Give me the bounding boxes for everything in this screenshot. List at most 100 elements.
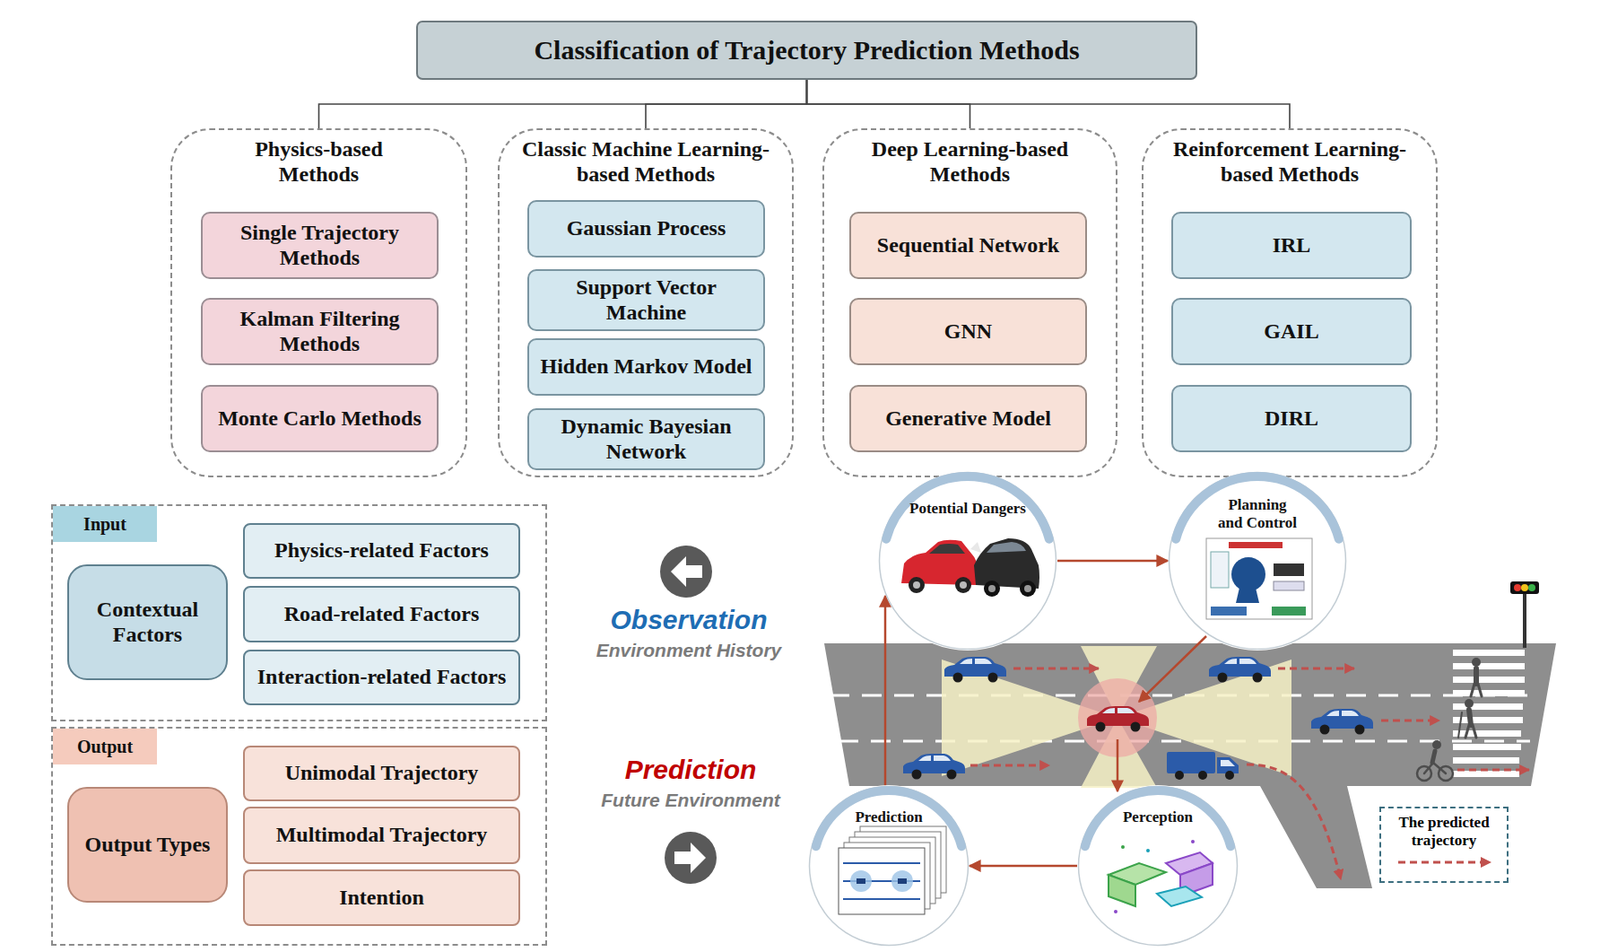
circle-outline	[879, 472, 1057, 650]
trajectory-arrows	[1246, 764, 1341, 879]
pedestrians	[1469, 709, 1471, 725]
prediction-picture	[891, 869, 914, 892]
circle-arc	[886, 476, 1050, 540]
method-box: Gaussian Process	[527, 200, 766, 258]
planning-picture	[1235, 587, 1260, 603]
perception-picture	[1121, 844, 1125, 849]
perception-picture	[1108, 874, 1136, 906]
circle-outline	[1169, 472, 1347, 650]
crash-picture	[988, 584, 996, 592]
node-text: GNN	[944, 319, 992, 345]
node-text: Dynamic Bayesian Network	[538, 414, 755, 464]
crash-picture	[959, 581, 967, 589]
circle-outline	[1078, 786, 1238, 946]
perception-picture	[1108, 839, 1213, 914]
pipeline-arrows	[1116, 739, 1120, 792]
node-text: Generative Model	[885, 406, 1052, 432]
planning-picture	[1271, 606, 1306, 616]
planning-picture	[1210, 606, 1247, 616]
planning-picture	[1273, 563, 1305, 576]
node-text: GAIL	[1263, 319, 1319, 345]
crosswalk	[1452, 730, 1522, 737]
vehicles	[944, 656, 1007, 683]
crosswalk	[1452, 743, 1522, 750]
node-text: Physics-related Factors	[274, 538, 489, 564]
node-text: Multimodal Trajectory	[276, 822, 488, 848]
node-text: Sequential Network	[877, 233, 1060, 259]
circle-arc	[1175, 476, 1340, 540]
method-box: GNN	[849, 297, 1087, 366]
method-box: Kalman Filtering Methods	[200, 297, 439, 366]
method-box: Physics-related Factors	[243, 522, 521, 579]
trajectory-arrows	[970, 764, 1050, 767]
prediction-picture	[856, 878, 866, 884]
planning-picture	[1273, 581, 1305, 591]
trajectory-arrows	[1013, 667, 1099, 670]
crash-picture	[983, 580, 1000, 597]
crosswalk	[1452, 676, 1525, 683]
trajectory-arrows	[1278, 667, 1355, 670]
pedestrians	[1432, 739, 1442, 749]
legend-text: The predicted trajectory	[1386, 813, 1502, 849]
category-group: Deep Learning-based MethodsSequential Ne…	[822, 128, 1118, 478]
traffic-light	[1521, 583, 1529, 592]
circle-ring	[878, 470, 1058, 651]
crosswalk	[1452, 649, 1525, 777]
trajectory-arrows	[1457, 768, 1530, 772]
stage-sublabel: Environment History	[596, 639, 783, 661]
method-box: Intention	[243, 869, 521, 926]
traffic-light	[1522, 592, 1527, 648]
perception-picture	[1146, 848, 1150, 853]
perception-picture	[1156, 886, 1202, 906]
perception-picture	[1113, 909, 1118, 914]
pedestrians	[1473, 668, 1479, 684]
prediction-picture	[838, 847, 925, 914]
traffic-light	[1510, 581, 1540, 594]
method-box: Single Trajectory Methods	[200, 211, 439, 279]
vehicles	[1311, 708, 1374, 735]
vehicles	[1208, 656, 1271, 683]
pedestrians	[1472, 724, 1477, 738]
node-text: Intention	[339, 885, 425, 911]
method-box: Hidden Markov Model	[527, 338, 766, 396]
crash-picture	[986, 541, 1027, 553]
crosswalk	[1452, 703, 1523, 710]
pipeline-circle: Prediction	[808, 784, 970, 947]
prediction-picture	[897, 878, 907, 884]
method-box: Multimodal Trajectory	[243, 806, 521, 864]
traffic-light	[1513, 583, 1522, 592]
circle-grounds	[1077, 784, 1239, 947]
crosswalk	[1452, 770, 1520, 777]
pedestrians	[1465, 724, 1470, 738]
node-text: DIRL	[1264, 406, 1319, 432]
node-text: Interaction-related Factors	[257, 664, 506, 690]
method-box: Unimodal Trajectory	[243, 745, 521, 801]
stage-sublabel: Future Environment	[600, 789, 781, 811]
pedestrians	[1417, 657, 1482, 781]
pedestrians	[1432, 750, 1435, 763]
panel-tab: Output	[52, 728, 157, 765]
method-box: Monte Carlo Methods	[200, 384, 439, 453]
traffic-light	[1510, 581, 1540, 648]
node-text: Unimodal Trajectory	[285, 760, 479, 786]
pipeline-circle: Potential Dangers	[878, 470, 1058, 651]
crosswalk	[1452, 662, 1525, 670]
node-text: Hidden Markov Model	[539, 354, 752, 380]
vehicles	[1166, 751, 1239, 780]
crash-picture	[929, 543, 966, 554]
pedestrians	[1470, 683, 1475, 696]
vehicles	[903, 753, 966, 780]
pipeline-arrows	[1117, 635, 1207, 792]
planning-picture	[1228, 541, 1283, 548]
method-box: Interaction-related Factors	[243, 649, 521, 705]
node-text: Classification of Trajectory Prediction …	[533, 34, 1079, 67]
pedestrians	[1424, 762, 1446, 774]
method-box: Sequential Network	[849, 211, 1087, 279]
node-text: Potential Dangers	[900, 499, 1035, 518]
panel-tab: Input	[52, 505, 157, 542]
node-text: Gaussian Process	[566, 216, 727, 242]
group-heading: Reinforcement Learning-based Methods	[1155, 137, 1425, 187]
node-text: Contextual Factors	[78, 597, 218, 647]
crash-picture	[1024, 584, 1032, 592]
